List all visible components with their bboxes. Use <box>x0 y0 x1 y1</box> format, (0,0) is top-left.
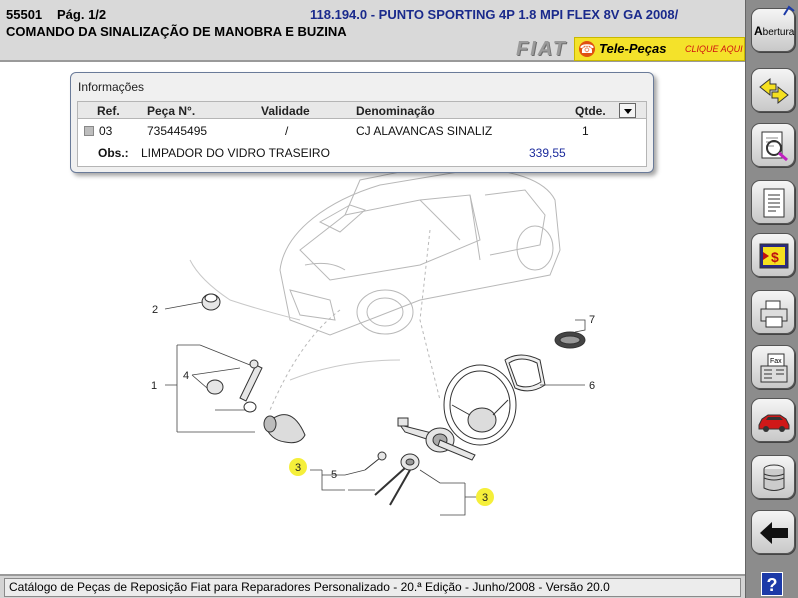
callout-2[interactable]: 2 <box>152 304 158 316</box>
car-outline <box>279 167 561 336</box>
fax-icon: Fax <box>760 353 788 383</box>
vehicle-model: 118.194.0 - PUNTO SPORTING 4P 1.8 MPI FL… <box>310 7 679 22</box>
back-arrow-icon <box>760 522 788 544</box>
document-list-button[interactable] <box>751 180 795 224</box>
part-6-airbag-cover <box>504 354 546 392</box>
callout-3b[interactable]: 3 <box>482 492 488 504</box>
col-name: Denominação <box>356 104 435 118</box>
right-toolbar: Abertura <box>745 0 798 598</box>
document-list-icon <box>763 188 785 218</box>
col-ref: Ref. <box>97 104 120 118</box>
callout-5[interactable]: 5 <box>331 469 337 481</box>
part-4-lever <box>206 359 263 413</box>
navigate-arrows-button[interactable] <box>751 68 795 112</box>
page-code: 55501 <box>6 7 43 22</box>
callout-6[interactable]: 6 <box>589 380 595 392</box>
print-button[interactable] <box>751 290 795 334</box>
obs-label: Obs.: <box>98 146 129 160</box>
telepecas-banner[interactable]: ☎ Tele-Peças CLIQUE AQUI <box>574 37 745 61</box>
callout-1[interactable]: 1 <box>151 380 157 392</box>
info-popup: Informações Ref. Peça N°. Validade Denom… <box>70 72 654 173</box>
printer-icon <box>760 300 788 328</box>
engine-button[interactable] <box>751 455 795 499</box>
col-part: Peça N°. <box>147 104 196 118</box>
info-table: Ref. Peça N°. Validade Denominação Qtde.… <box>77 101 647 167</box>
part-5-screw-switch <box>364 451 420 506</box>
fax-button[interactable]: Fax <box>751 345 795 389</box>
col-qty: Qtde. <box>575 104 606 118</box>
row-selector[interactable] <box>84 126 94 136</box>
navigate-arrows-icon <box>759 77 789 105</box>
fiat-logo: FIAT <box>516 38 567 60</box>
zoom-search-icon <box>761 131 788 162</box>
telepecas-brand: Tele-Peças <box>599 41 667 56</box>
price: 339,55 <box>529 146 566 160</box>
part-column-switch <box>397 417 476 461</box>
phone-icon: ☎ <box>579 41 595 57</box>
columns-dropdown-button[interactable] <box>619 103 636 118</box>
telepecas-cta[interactable]: CLIQUE AQUI <box>685 44 743 54</box>
price-calculator-icon: $ <box>759 243 789 269</box>
zoom-search-button[interactable] <box>751 123 795 167</box>
help-button[interactable]: ? <box>761 572 783 596</box>
refresh-icon <box>783 5 795 16</box>
part-7-emblem <box>554 331 586 349</box>
part-steering-wheel <box>443 364 517 446</box>
back-button[interactable] <box>751 510 795 554</box>
table-header: Ref. Peça N°. Validade Denominação Qtde. <box>78 102 646 119</box>
exploded-view-drawing: 2 1 4 5 7 6 3 3 <box>151 167 595 516</box>
page-number: Pág. 1/2 <box>57 7 107 22</box>
info-popup-title: Informações <box>78 80 145 94</box>
vehicle-button[interactable] <box>751 398 795 442</box>
part-2-bushing <box>201 293 221 311</box>
cell-validity: / <box>285 124 289 138</box>
obs-text: LIMPADOR DO VIDRO TRASEIRO <box>141 146 330 160</box>
callout-3[interactable]: 3 <box>295 462 301 474</box>
svg-text:Fax: Fax <box>770 358 782 365</box>
page-title: COMANDO DA SINALIZAÇÃO DE MANOBRA E BUZI… <box>6 24 347 39</box>
price-button[interactable]: $ <box>751 233 795 277</box>
callout-3-highlight <box>289 458 307 476</box>
cell-name: CJ ALAVANCAS SINALIZ <box>356 124 493 138</box>
col-validity: Validade <box>261 104 310 118</box>
cell-qty: 1 <box>582 124 589 138</box>
cell-ref: 03 <box>99 124 113 138</box>
part-horn <box>263 414 306 444</box>
abertura-button[interactable]: Abertura <box>751 5 795 52</box>
car-icon <box>758 414 790 432</box>
status-bar-box: Catálogo de Peças de Reposição Fiat para… <box>4 578 741 597</box>
callout-4[interactable]: 4 <box>183 370 189 382</box>
callout-7[interactable]: 7 <box>589 314 595 326</box>
engine-piston-icon <box>763 464 785 491</box>
cell-part: 735445495 <box>147 124 208 138</box>
svg-text:$: $ <box>771 249 779 265</box>
status-bar: Catálogo de Peças de Reposição Fiat para… <box>0 574 745 598</box>
page-header: 55501 Pág. 1/2 118.194.0 - PUNTO SPORTIN… <box>0 0 745 62</box>
catalog-version-text: Catálogo de Peças de Reposição Fiat para… <box>9 580 610 594</box>
callout-3b-highlight <box>476 488 494 506</box>
abertura-label: Abertura <box>754 24 795 38</box>
